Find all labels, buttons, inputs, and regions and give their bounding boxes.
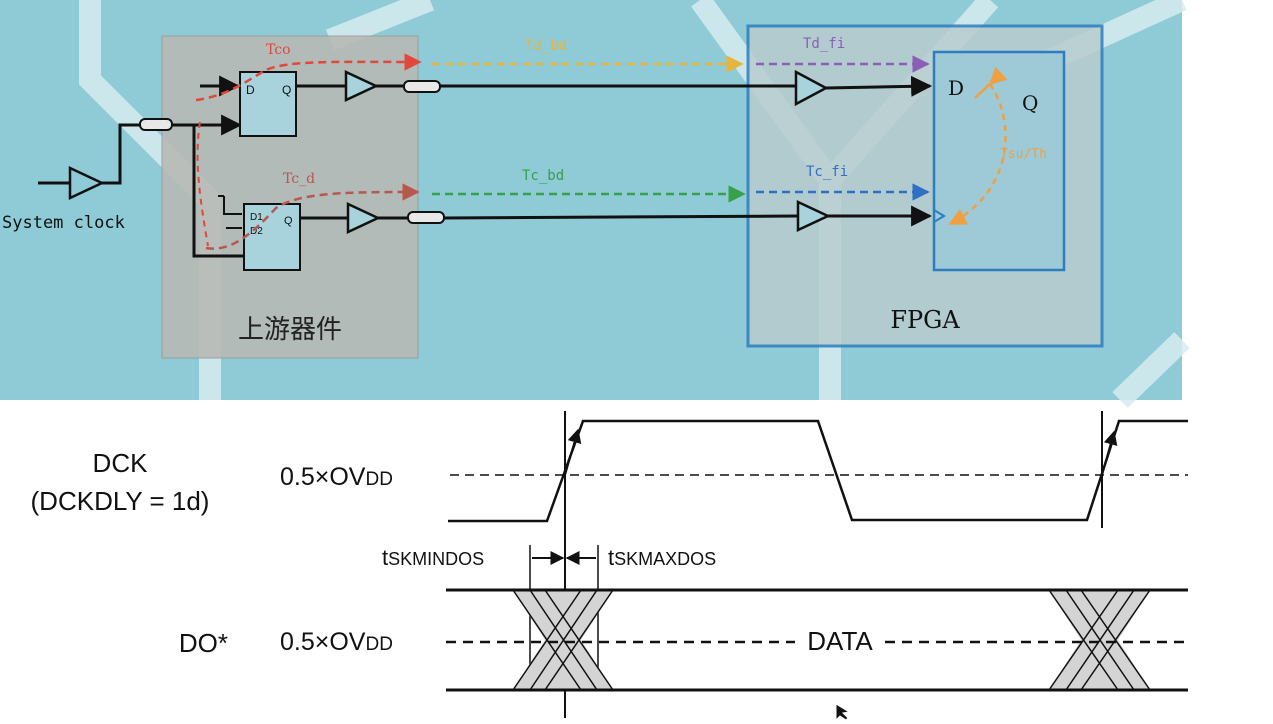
skew-max-sub: SKMAXDOS [614,549,716,569]
tc-fi-label: Tc_fi [806,164,848,180]
upstream-device-label: 上游器件 [238,314,342,344]
do-data-label: DATA [807,626,873,656]
tsu-th-arrow-top [974,66,1008,99]
fpga-ff-q-pin: Q [1022,91,1038,115]
dck-delay-label: (DCKDLY = 1d) [31,486,210,516]
upper-output-buffer [344,70,379,102]
skew-max-t: t [608,545,614,570]
dck-threshold-label: 0.5×OVDD [280,463,393,491]
do-signal-label: DO* [179,628,228,658]
upper-connector [403,80,441,93]
skew-max-label: tSKMAXDOS [608,545,716,570]
clock-buffer [68,166,105,200]
dck-waveform [448,419,1188,523]
skew-min-t: t [382,545,388,570]
tc-d-label: Tc_d [283,171,315,187]
tco-path [195,53,422,102]
tco-label: Tco [266,42,291,58]
fpga-ff-d-pin: D [948,76,964,100]
dck-threshold-sub: DD [365,469,392,490]
lower-ff-d2-pin: D2 [250,226,263,237]
upper-ff-q-pin: Q [282,83,291,97]
fpga-flipflop [932,50,1066,272]
lower-connector [407,211,445,224]
do-transition-lines-1 [512,589,614,691]
fpga-data-wire [825,75,933,97]
fpga-clock-buffer [796,200,831,232]
lower-ff-d1-wire [218,195,242,215]
dck-signal-label: DCK [93,448,149,478]
clock-connector [139,118,173,131]
fpga-label: FPGA [890,306,960,334]
dck-next-rise-arrow [1101,430,1118,476]
clock-board-trace [443,214,799,220]
do-threshold-main: 0.5×OV [280,628,366,656]
lower-ff-d1-pin: D1 [250,212,263,223]
td-fi-label: Td_fi [803,36,845,52]
upstream-ff-upper [239,71,297,137]
lower-ff-q-pin: Q [284,215,293,227]
upper-ff-d-pin: D [246,83,255,97]
do-transition-lines-2 [1048,589,1151,691]
mouse-cursor-icon [835,703,851,722]
do-threshold-sub: DD [365,634,392,655]
tco-clock-branch [196,121,209,247]
dck-threshold-main: 0.5×OV [280,463,366,491]
clock-distribution-wire [172,123,244,258]
skew-min-sub: SKMINDOS [388,549,484,569]
dck-rise-arrow [564,428,582,476]
clock-wire-a [102,123,140,185]
timing-waveforms: DCK (DCKDLY = 1d) 0.5×OVDD tSKMINDOS tSK… [31,411,1188,718]
do-threshold-label: 0.5×OVDD [280,628,393,656]
lower-output-buffer [346,202,381,234]
top-board-diagram: 上游器件 D Q FPGA System clock D Q D1 D2 Q [0,0,1190,408]
fpga-data-buffer [794,69,829,107]
skew-min-label: tSKMINDOS [382,545,484,570]
td-bd-label: Td_bd [525,38,567,54]
fpga-clock-pin [933,209,946,223]
system-clock-label: System clock [2,213,125,233]
tc-bd-label: Tc_bd [522,168,564,184]
tsu-th-label: Tsu/Th [1000,147,1047,162]
tsu-th-path [948,83,1007,226]
